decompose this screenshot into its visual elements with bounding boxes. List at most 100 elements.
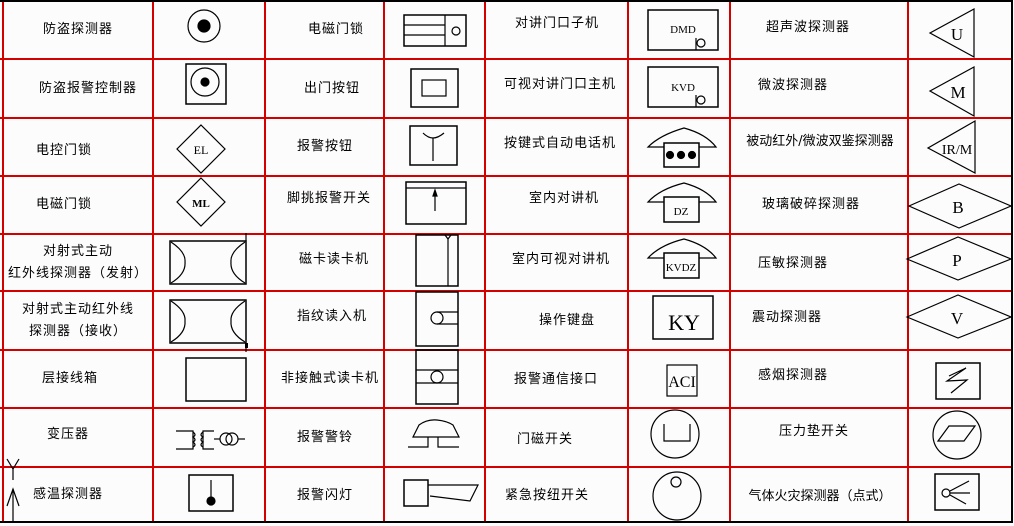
microwave-detector-icon xyxy=(928,65,975,118)
legend-label: 变压器 xyxy=(46,427,89,442)
pressure-sensitive-detector-icon xyxy=(905,236,1013,281)
legend-label: 压力垫开关 xyxy=(778,424,849,439)
antenna-mark-icon xyxy=(6,458,20,523)
legend-label: 防盗探测器 xyxy=(42,22,113,37)
legend-label: 对射式主动红外线 探测器（接收） xyxy=(21,301,134,339)
legend-label: 微波探测器 xyxy=(757,78,828,93)
alarm-bell-icon xyxy=(408,419,460,448)
glass-break-detector-icon xyxy=(907,183,1013,229)
legend-label: 感温探测器 xyxy=(32,487,103,502)
pressure-mat-switch-icon xyxy=(932,410,982,460)
symbol-text: IR/M xyxy=(942,143,973,158)
ir-beam-transmitter-icon xyxy=(169,233,247,285)
grid-line xyxy=(729,0,731,523)
legend-label: 对讲门口子机 xyxy=(514,16,599,31)
ir-beam-receiver-icon xyxy=(169,299,248,352)
legend-label: 报警按钮 xyxy=(296,139,353,154)
legend-label: 操作键盘 xyxy=(538,313,595,328)
magnetic-door-lock-diamond-icon xyxy=(176,177,226,227)
pir-microwave-dual-detector-icon xyxy=(926,119,976,174)
symbol-text: V xyxy=(951,309,964,328)
legend-label: 被动红外/微波双鉴探测器 xyxy=(746,134,894,149)
grid-line xyxy=(0,58,1011,60)
legend-label: 压敏探测器 xyxy=(757,256,828,271)
grid-line xyxy=(0,233,1011,235)
transformer-icon xyxy=(176,430,245,450)
operation-keyboard-icon xyxy=(652,295,714,340)
fingerprint-reader-icon xyxy=(415,291,459,347)
symbol-text: EL xyxy=(194,143,209,157)
burglar-detector-icon xyxy=(187,9,221,43)
legend-label: 超声波探测器 xyxy=(765,20,850,35)
legend-label: 层接线箱 xyxy=(41,371,98,386)
push-button-telephone-icon xyxy=(646,127,718,168)
grid-line xyxy=(484,0,486,523)
symbol-text: KVD xyxy=(671,82,695,94)
grid-line xyxy=(0,349,1011,351)
legend-label: 气体火灾探测器（点式） xyxy=(748,489,892,504)
symbol-text: ML xyxy=(192,198,210,210)
legend-label: 室内可视对讲机 xyxy=(511,252,610,267)
magnetic-card-reader-icon xyxy=(415,234,459,287)
heat-detector-icon xyxy=(188,474,234,512)
grid-line xyxy=(383,0,385,523)
video-intercom-door-master-icon xyxy=(647,66,719,108)
legend-label: 震动探测器 xyxy=(751,310,822,325)
alarm-communication-interface-icon xyxy=(666,364,698,397)
legend-label: 门磁开关 xyxy=(516,432,573,447)
grid-line xyxy=(152,0,154,523)
alarm-button-icon xyxy=(409,125,458,166)
frame-border xyxy=(1011,0,1013,523)
legend-label: 可视对讲门口主机 xyxy=(503,77,616,92)
legend-label: 电磁门锁 xyxy=(307,22,364,37)
exit-button-icon xyxy=(410,68,459,108)
grid-line xyxy=(627,0,629,523)
grid-line xyxy=(907,0,909,523)
symbol-text: DZ xyxy=(674,206,689,218)
foot-alarm-switch-icon xyxy=(405,181,467,225)
legend-label: 按键式自动电话机 xyxy=(503,136,616,151)
gas-fire-detector-point-icon xyxy=(934,473,980,511)
electric-door-lock-icon xyxy=(176,124,226,174)
symbol-text: KVDZ xyxy=(666,262,697,274)
smoke-detector-icon xyxy=(935,362,981,400)
contactless-card-reader-icon xyxy=(415,349,459,405)
legend-label: 脚挑报警开关 xyxy=(286,191,371,206)
grid-line xyxy=(2,0,4,523)
floor-junction-box-icon xyxy=(185,357,247,402)
intercom-door-slave-icon xyxy=(647,9,719,51)
legend-label: 玻璃破碎探测器 xyxy=(761,197,860,212)
ultrasonic-detector-icon xyxy=(928,7,975,59)
legend-label: 电磁门锁 xyxy=(35,197,92,212)
burglar-alarm-controller-icon xyxy=(185,63,227,105)
symbol-text: ACI xyxy=(668,374,696,391)
grid-line xyxy=(0,407,1011,409)
legend-label: 指纹读入机 xyxy=(296,309,367,324)
grid-line xyxy=(0,175,1011,177)
door-magnetic-switch-icon xyxy=(650,409,700,459)
legend-label: 防盗报警控制器 xyxy=(38,80,137,96)
symbol-text: B xyxy=(952,198,963,217)
legend-label: 磁卡读卡机 xyxy=(298,252,369,267)
legend-label: 非接触式读卡机 xyxy=(280,371,379,386)
grid-line xyxy=(0,466,1011,468)
legend-label: 报警闪灯 xyxy=(296,488,353,503)
legend-label: 紧急按纽开关 xyxy=(504,488,589,503)
frame-border xyxy=(0,521,1011,523)
legend-label: 出门按钮 xyxy=(303,80,360,96)
legend-label: 对射式主动 红外线探测器（发射） xyxy=(7,243,148,281)
legend-label: 感烟探测器 xyxy=(757,368,828,383)
symbol-text: P xyxy=(952,251,961,270)
symbol-text: U xyxy=(951,25,963,44)
legend-label: 室内对讲机 xyxy=(528,191,599,206)
grid-line xyxy=(264,0,266,523)
legend-label: 报警警铃 xyxy=(296,429,353,445)
indoor-video-intercom-icon xyxy=(646,238,718,279)
grid-line xyxy=(0,117,1011,119)
vibration-detector-icon xyxy=(905,294,1013,339)
magnetic-door-lock-icon xyxy=(403,14,467,47)
frame-border xyxy=(0,0,1011,2)
symbol-text: KY xyxy=(668,310,700,335)
